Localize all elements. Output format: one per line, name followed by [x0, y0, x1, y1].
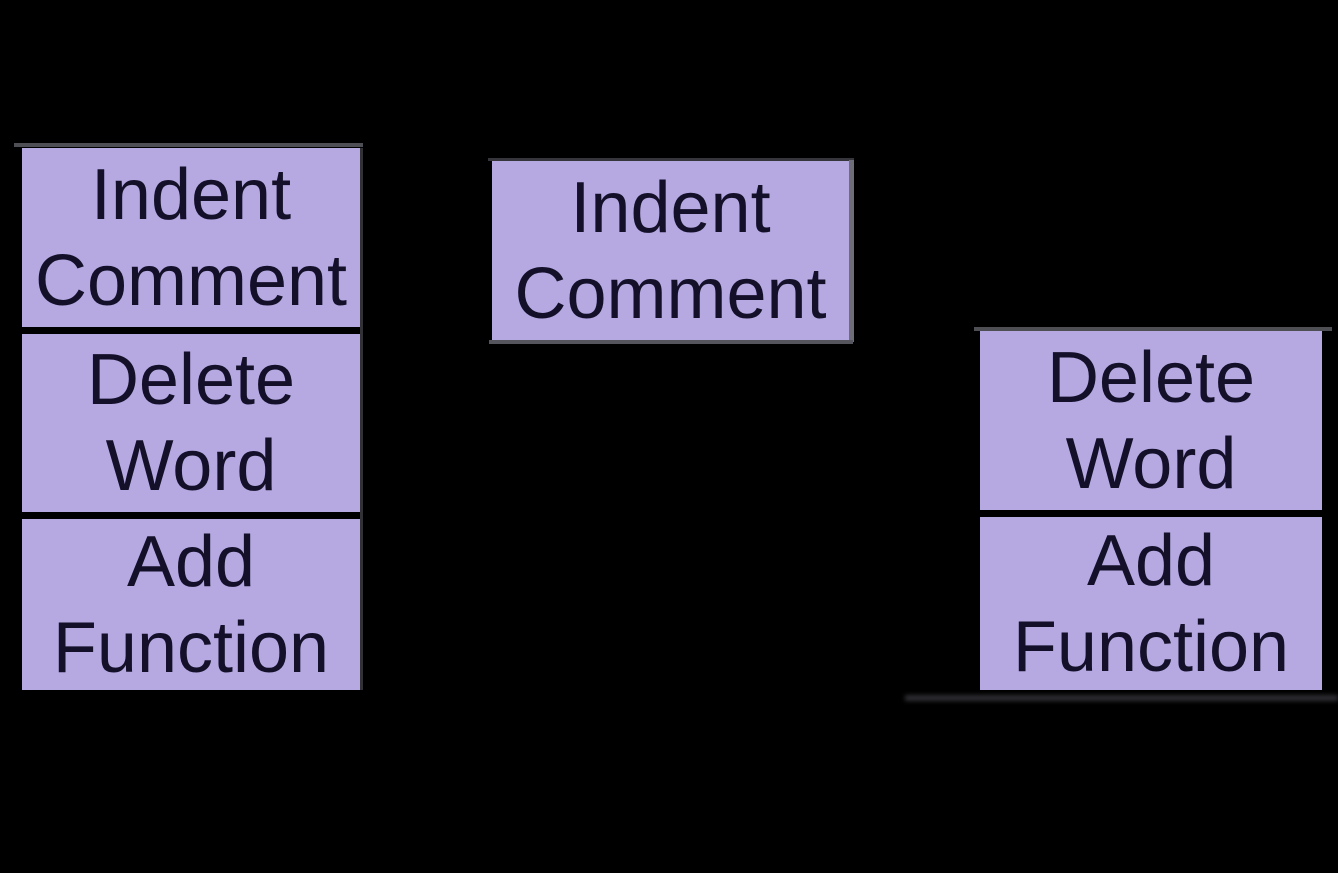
right-stack-box-delete-word: Delete Word	[980, 331, 1322, 510]
box-label-line: Indent	[570, 167, 771, 248]
right-stack-box-add-function: Add Function	[980, 517, 1322, 690]
box-label-line: Function	[1012, 606, 1290, 687]
left-stack-box-delete-word: Delete Word	[22, 334, 360, 512]
box-label-line: Word	[105, 426, 277, 506]
box-label-line: Comment	[514, 253, 827, 334]
box-label-line: Add	[1086, 520, 1216, 601]
box-label-line: Function	[52, 607, 330, 688]
left-stack-box-add-function: Add Function	[22, 519, 360, 690]
box-label-line: Delete	[86, 340, 296, 420]
box-label-line: Delete	[1046, 337, 1256, 418]
left-stack-top-highlight	[14, 143, 363, 147]
middle-box-right-highlight	[849, 160, 854, 342]
left-stack-right-highlight	[360, 148, 363, 690]
box-label-line: Add	[126, 521, 256, 602]
right-stack-shadow	[905, 695, 1338, 701]
box-label-line: Word	[1065, 423, 1237, 504]
box-label-line: Comment	[34, 240, 348, 321]
left-stack-box-indent-comment: Indent Comment	[22, 148, 360, 327]
box-label-line: Indent	[90, 154, 292, 235]
middle-box-bottom-highlight	[489, 340, 853, 344]
middle-box-indent-comment: Indent Comment	[492, 161, 849, 340]
